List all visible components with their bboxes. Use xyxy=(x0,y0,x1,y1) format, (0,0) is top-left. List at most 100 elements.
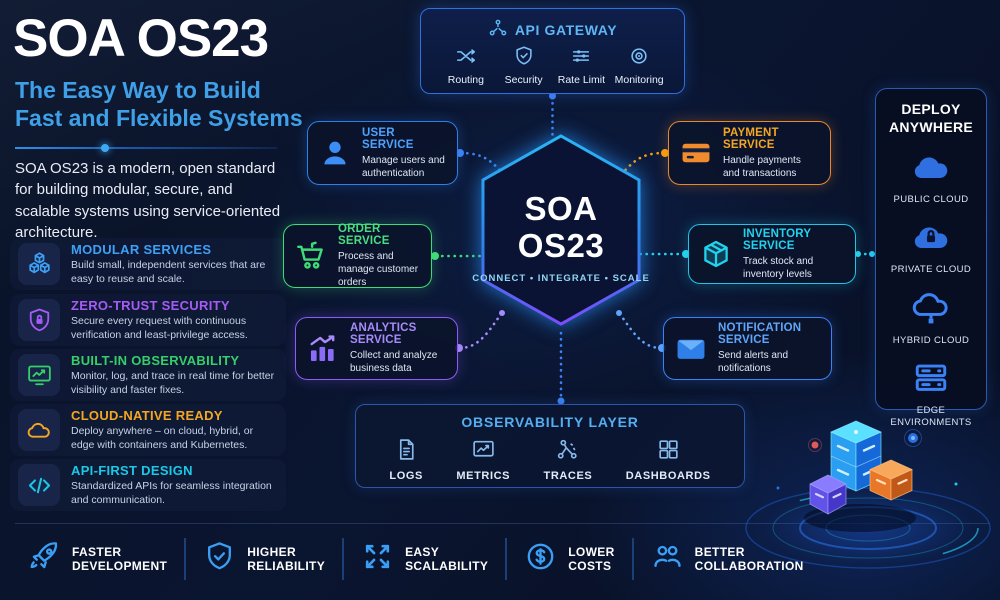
person-icon xyxy=(324,141,346,165)
routing-icon xyxy=(455,45,477,72)
core-title-line1: SOA xyxy=(524,190,598,227)
feature-desc: Monitor, log, and trace in real time for… xyxy=(71,370,275,396)
cart-icon xyxy=(297,241,323,269)
shield-check-icon xyxy=(513,45,535,72)
grid-icon xyxy=(656,437,681,467)
feature-title: API-FIRST DESIGN xyxy=(71,463,193,479)
observability-item-traces: TRACES xyxy=(544,437,593,482)
benefit-better-collaboration: BETTER COLLABORATION xyxy=(651,540,804,578)
deploy-item-public-cloud: PUBLIC CLOUD xyxy=(883,145,979,206)
feature-title: MODULAR SERVICES xyxy=(71,242,212,258)
observability-item-dashboards: DASHBOARDS xyxy=(626,437,711,482)
service-desc: Handle payments and transactions xyxy=(723,154,801,179)
code-icon xyxy=(18,464,60,506)
service-title: ORDER SERVICE xyxy=(338,223,390,247)
gateway-item-rate-limit: Rate Limit xyxy=(553,45,611,86)
feature-desc: Standardized APIs for seamless integrati… xyxy=(71,480,272,506)
gateway-title: API GATEWAY xyxy=(514,21,618,38)
intro-description: SOA OS23 is a modern, open standard for … xyxy=(15,160,281,241)
cloud-icon xyxy=(18,409,60,451)
cloud-solid-icon xyxy=(905,145,957,194)
cubes-icon xyxy=(18,243,60,285)
observability-panel: OBSERVABILITY LAYER LOGS METRICS xyxy=(355,404,745,488)
credit-card-icon xyxy=(682,143,710,163)
feature-title: CLOUD-NATIVE READY xyxy=(71,408,223,424)
deploy-item-hybrid-cloud: HYBRID CLOUD xyxy=(883,286,979,347)
deploy-anywhere-panel: DEPLOY ANYWHERE PUBLIC CLOUD PRIVATE CLO… xyxy=(875,88,987,428)
people-icon xyxy=(651,540,684,578)
feature-title: ZERO-TRUST SECURITY xyxy=(71,298,230,314)
trace-network-icon xyxy=(555,437,580,467)
feature-cloud-native: CLOUD-NATIVE READY Deploy anywhere – on … xyxy=(10,404,286,456)
service-title: INVENTORY SERVICE xyxy=(743,227,812,252)
service-desc: Manage users and authentication xyxy=(362,154,445,179)
chart-icon xyxy=(471,437,496,467)
service-order: ORDER SERVICE Process and manage custome… xyxy=(283,223,432,288)
core-title-line2: OS23 xyxy=(517,227,605,265)
shield-check-icon xyxy=(203,540,236,578)
divider-line xyxy=(15,144,277,152)
core-hexagon-text: SOA OS23 CONNECT • INTEGRATE • SCALE xyxy=(469,190,653,284)
benefit-easy-scalability: EASY SCALABILITY xyxy=(361,540,488,578)
deploy-title: DEPLOY ANYWHERE xyxy=(888,101,974,135)
network-icon xyxy=(488,18,508,41)
server-stack-icon xyxy=(905,356,957,405)
divider xyxy=(184,538,187,580)
page-title: SOA OS23 xyxy=(13,9,269,68)
cloud-hybrid-icon xyxy=(905,286,957,335)
api-gateway-panel: API GATEWAY Routing Security xyxy=(420,8,685,94)
feature-title: BUILT-IN OBSERVABILITY xyxy=(71,353,240,369)
box-icon xyxy=(704,240,728,268)
core-tagline: CONNECT • INTEGRATE • SCALE xyxy=(472,272,650,284)
observability-item-logs: LOGS xyxy=(389,437,423,482)
sliders-icon xyxy=(570,45,592,72)
service-desc: Process and manage customer orders xyxy=(338,251,419,288)
service-desc: Collect and analyze business data xyxy=(350,350,438,374)
divider xyxy=(631,538,634,580)
isometric-servers-illustration xyxy=(745,420,991,569)
dollar-circle-icon xyxy=(524,540,557,578)
feature-modular-services: MODULAR SERVICES Build small, independen… xyxy=(10,238,286,290)
observability-title: OBSERVABILITY LAYER xyxy=(461,414,639,430)
shield-lock-icon xyxy=(18,299,60,341)
observability-item-metrics: METRICS xyxy=(456,437,510,482)
cloud-lock-icon xyxy=(905,215,957,264)
feature-desc: Build small, independent services that a… xyxy=(71,259,266,285)
gateway-item-security: Security xyxy=(495,45,553,86)
bottom-divider xyxy=(15,523,990,524)
service-payment: PAYMENT SERVICE Handle payments and tran… xyxy=(668,121,831,185)
benefit-faster-development: FASTER DEVELOPMENT xyxy=(28,540,167,578)
feature-observability: BUILT-IN OBSERVABILITY Monitor, log, and… xyxy=(10,349,286,401)
subtitle-line1: The Easy Way to Build xyxy=(15,77,261,103)
service-title: PAYMENT SERVICE xyxy=(723,126,779,151)
subtitle-line2: Fast and Flexible Systems xyxy=(15,105,303,132)
benefit-higher-reliability: HIGHER RELIABILITY xyxy=(203,540,325,578)
expand-arrows-icon xyxy=(361,540,394,578)
divider xyxy=(342,538,345,580)
deploy-item-edge: EDGE ENVIRONMENTS xyxy=(883,356,979,430)
service-title: NOTIFICATION SERVICE xyxy=(718,322,802,346)
feature-desc: Deploy anywhere – on cloud, hybrid, or e… xyxy=(71,425,254,451)
monitor-chart-icon xyxy=(18,354,60,396)
benefit-lower-costs: LOWER COSTS xyxy=(524,540,614,578)
core-hexagon xyxy=(469,130,653,330)
gateway-item-monitoring: Monitoring xyxy=(610,45,668,86)
gateway-item-routing: Routing xyxy=(437,45,495,86)
envelope-icon xyxy=(677,339,705,359)
service-desc: Send alerts and notifications xyxy=(718,350,789,374)
benefits-bar: FASTER DEVELOPMENT HIGHER RELIABILITY xyxy=(28,533,804,585)
deploy-item-private-cloud: PRIVATE CLOUD xyxy=(883,215,979,276)
target-icon xyxy=(628,45,650,72)
service-title: ANALYTICS SERVICE xyxy=(350,322,417,346)
document-icon xyxy=(394,437,419,467)
feature-zero-trust: ZERO-TRUST SECURITY Secure every request… xyxy=(10,294,286,346)
service-title: USER SERVICE xyxy=(362,126,414,151)
divider-dot xyxy=(101,144,109,152)
feature-api-first: API-FIRST DESIGN Standardized APIs for s… xyxy=(10,459,286,511)
service-user: USER SERVICE Manage users and authentica… xyxy=(307,121,458,185)
divider xyxy=(505,538,508,580)
feature-desc: Secure every request with continuous ver… xyxy=(71,315,248,341)
service-notification: NOTIFICATION SERVICE Send alerts and not… xyxy=(663,317,832,380)
bar-chart-icon xyxy=(310,334,335,361)
